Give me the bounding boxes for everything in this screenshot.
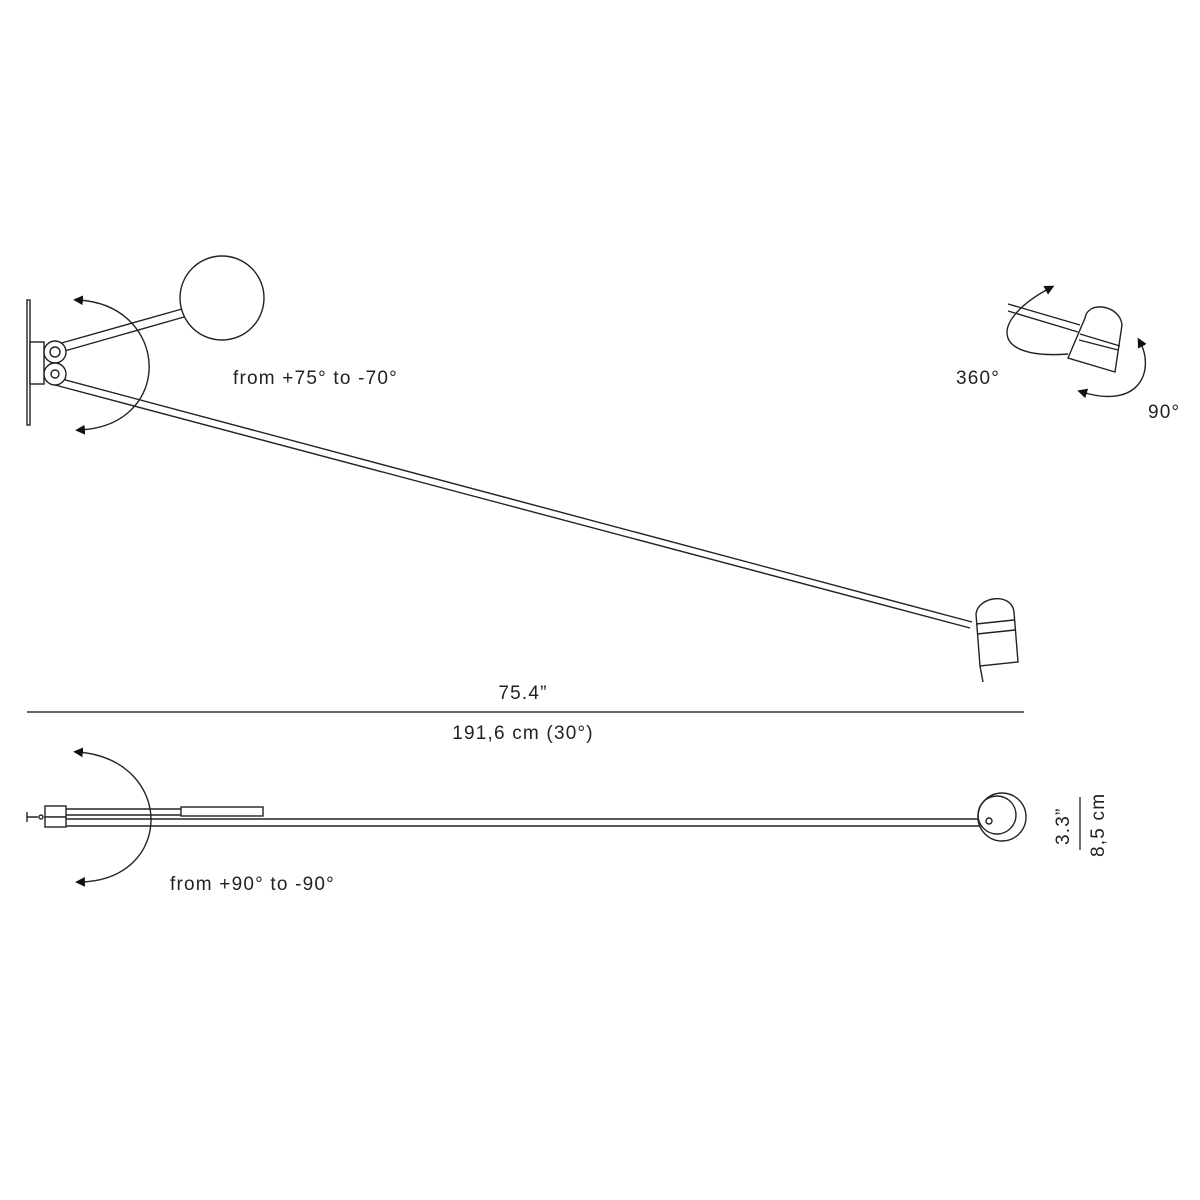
head-size-cm: 8,5 cm <box>1088 793 1109 857</box>
side-bracket-upper <box>44 805 67 818</box>
side-main-arm <box>66 818 985 827</box>
counterweight <box>179 255 265 341</box>
side-view: from +90° to -90° 3.3” 8,5 cm <box>26 747 1109 895</box>
head-tilt-label: 90° <box>1148 402 1180 423</box>
arm-rotation-label: from +75° to -70° <box>233 368 398 389</box>
side-rotation-label: from +90° to -90° <box>170 874 335 895</box>
length-inches: 75.4” <box>498 683 547 704</box>
head-detail: 360° 90° <box>956 285 1180 423</box>
main-arm <box>54 377 973 629</box>
side-counter-arm <box>66 808 181 816</box>
knob <box>26 812 38 822</box>
rotation-arrow-icon <box>73 295 150 435</box>
length-dimension: 75.4” 191,6 cm (30°) <box>27 683 1024 744</box>
side-bracket-lower <box>44 816 67 828</box>
top-view: from +75° to -70° <box>26 255 1019 683</box>
head-size-inches: 3.3” <box>1053 807 1074 845</box>
counterweight-arm <box>57 308 185 353</box>
rotation-360-arrow-icon <box>1006 285 1069 356</box>
tilt-90-arrow-icon <box>1077 337 1147 399</box>
lamp-head <box>975 597 1019 683</box>
pivot-upper-center <box>49 346 61 358</box>
wall-bracket <box>29 341 45 385</box>
length-cm: 191,6 cm (30°) <box>452 723 594 744</box>
pivot-lower-center <box>50 369 60 379</box>
pivot-lower <box>43 362 67 386</box>
side-rotation-arrow-icon <box>73 747 152 887</box>
pivot-upper <box>43 340 67 364</box>
head-rotation-label: 360° <box>956 368 1000 389</box>
side-counterweight <box>180 806 264 817</box>
